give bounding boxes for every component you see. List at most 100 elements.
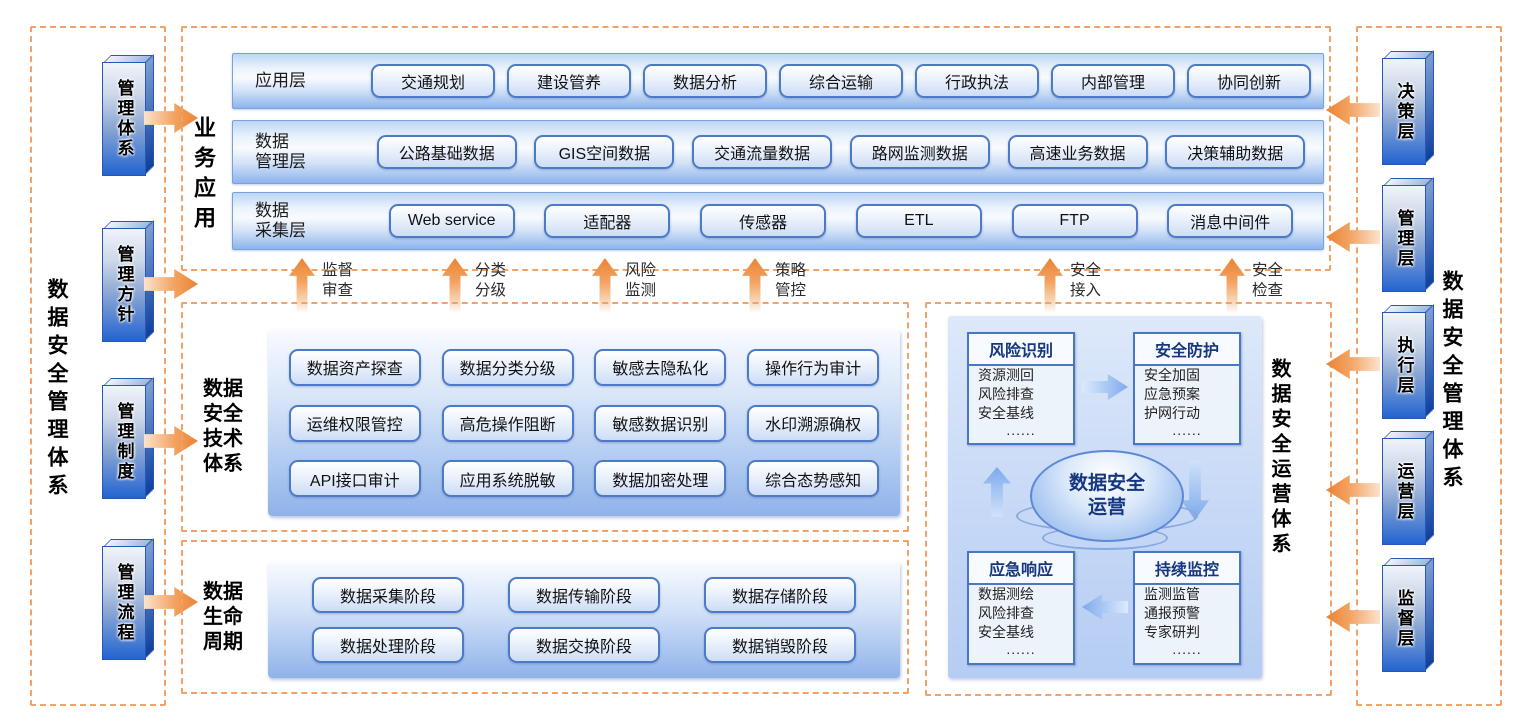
opbox-line: 护网行动 <box>1144 404 1200 421</box>
opbox-line: ...... <box>1006 421 1036 438</box>
opbox-line: 安全加固 <box>1144 367 1200 383</box>
pillar-label: 决策层 <box>1394 81 1414 142</box>
tech-chip: 操作行为审计 <box>747 348 880 386</box>
pillar-management-process: 管理流程 <box>102 546 146 660</box>
left-management-region <box>30 26 166 706</box>
tech-chip: 高危操作阻断 <box>441 404 574 442</box>
opbox-line: 专家研判 <box>1144 623 1200 640</box>
pillar-operation-layer: 运营层 <box>1382 438 1426 545</box>
data-chip: 高速业务数据 <box>1007 135 1148 169</box>
opbox-title: 持续监控 <box>1135 553 1239 585</box>
pillar-label: 管理体系 <box>114 79 134 159</box>
data-management-layer-bar: 数据 管理层 公路基础数据 GIS空间数据 交通流量数据 路网监测数据 高速业务… <box>232 120 1324 184</box>
lifecycle-chip: 数据交换阶段 <box>508 627 660 664</box>
opbox-line: ...... <box>1172 640 1202 657</box>
data-chip: 交通流量数据 <box>692 135 833 169</box>
control-label: 安全 接入 <box>1070 262 1102 300</box>
data-chip: 路网监测数据 <box>849 135 990 169</box>
opbox-line: ...... <box>1006 640 1036 657</box>
tech-chip: 水印溯源确权 <box>747 404 880 442</box>
pillar-management-policy: 管理方针 <box>102 228 146 342</box>
control-label: 分类 分级 <box>475 262 507 300</box>
emergency-response-box: 应急响应 数据测绘 风险排查 安全基线 ...... <box>967 551 1075 665</box>
collect-chip: 适配器 <box>544 204 671 238</box>
lifecycle-chip: 数据采集阶段 <box>312 576 464 613</box>
pillar-label: 管理流程 <box>114 563 134 643</box>
opbox-line: 风险排查 <box>978 604 1034 621</box>
tech-chip: 综合态势感知 <box>747 460 880 498</box>
data-chip: GIS空间数据 <box>534 135 675 169</box>
tech-chip: 数据加密处理 <box>594 460 727 498</box>
data-chip: 决策辅助数据 <box>1165 135 1306 169</box>
pillar-execution-layer: 执行层 <box>1382 312 1426 419</box>
application-layer-bar: 应用层 交通规划 建设管养 数据分析 综合运输 行政执法 内部管理 协同创新 <box>232 53 1324 109</box>
opbox-line: ...... <box>1172 421 1202 438</box>
bar-label: 应用层 <box>255 70 306 90</box>
app-chip: 内部管理 <box>1051 64 1175 98</box>
pillar-management-layer: 管理层 <box>1382 185 1426 292</box>
opbox-line: 监测监管 <box>1144 586 1200 602</box>
lifecycle-chip: 数据传输阶段 <box>508 576 660 613</box>
opbox-title: 应急响应 <box>969 553 1073 585</box>
collect-chip: 传感器 <box>700 204 827 238</box>
control-label: 监督 审查 <box>322 262 354 300</box>
tech-chip: 数据分类分级 <box>441 348 574 386</box>
pillar-label: 管理方针 <box>114 245 134 325</box>
opbox-line: 数据测绘 <box>978 586 1034 602</box>
opbox-title: 风险识别 <box>969 334 1073 366</box>
chip-row: 交通规划 建设管养 数据分析 综合运输 行政执法 内部管理 协同创新 <box>359 64 1323 98</box>
opbox-title: 安全防护 <box>1135 334 1239 366</box>
lifecycle-region <box>181 540 909 694</box>
lifecycle-grid: 数据采集阶段 数据传输阶段 数据存储阶段 数据处理阶段 数据交换阶段 数据销毁阶… <box>268 562 900 678</box>
pillar-label: 管理制度 <box>114 402 134 482</box>
control-label: 安全 检查 <box>1252 262 1284 300</box>
pillar-label: 监督层 <box>1394 588 1414 649</box>
app-chip: 建设管养 <box>507 64 631 98</box>
collect-chip: FTP <box>1011 204 1138 238</box>
risk-identification-box: 风险识别 资源测回 风险排查 安全基线 ...... <box>967 332 1075 445</box>
lifecycle-title: 数据 生命 周期 <box>203 581 243 653</box>
tech-chip: 敏感数据识别 <box>594 404 727 442</box>
app-chip: 协同创新 <box>1187 64 1311 98</box>
pillar-decision-layer: 决策层 <box>1382 58 1426 165</box>
app-chip: 行政执法 <box>915 64 1039 98</box>
operations-title: 数据安全运营体系 <box>1268 358 1290 558</box>
tech-chip: 敏感去隐私化 <box>594 348 727 386</box>
lifecycle-chip: 数据存储阶段 <box>704 576 856 613</box>
left-panel-title: 数据安全管理体系 <box>45 278 68 502</box>
tech-title: 数据 安全 技术 体系 <box>203 378 243 475</box>
opbox-line: 通报预警 <box>1144 604 1200 621</box>
opbox-line: 安全基线 <box>978 623 1034 640</box>
tech-chip: 运维权限管控 <box>288 404 421 442</box>
opbox-line: 安全基线 <box>978 404 1034 421</box>
operations-core-ellipse: 数据安全 运营 <box>1030 450 1184 542</box>
lifecycle-chip: 数据处理阶段 <box>312 627 464 664</box>
bar-label: 数据 采集层 <box>255 200 306 240</box>
control-label: 策略 管控 <box>775 262 807 300</box>
pillar-supervision-layer: 监督层 <box>1382 565 1426 672</box>
collect-chip: Web service <box>388 204 515 238</box>
app-chip: 综合运输 <box>779 64 903 98</box>
continuous-monitoring-box: 持续监控 监测监管 通报预警 专家研判 ...... <box>1133 551 1241 665</box>
operations-core-label: 数据安全 运营 <box>1068 473 1145 518</box>
right-panel-title: 数据安全管理体系 <box>1440 270 1463 494</box>
lifecycle-chip: 数据销毁阶段 <box>704 627 856 664</box>
bar-label: 数据 管理层 <box>255 131 306 171</box>
pillar-label: 运营层 <box>1394 461 1414 522</box>
data-collection-layer-bar: 数据 采集层 Web service 适配器 传感器 ETL FTP 消息中间件 <box>232 192 1324 250</box>
opbox-line: 应急预案 <box>1144 385 1200 402</box>
tech-chip: 应用系统脱敏 <box>441 460 574 498</box>
chip-row: Web service 适配器 传感器 ETL FTP 消息中间件 <box>359 204 1323 238</box>
collect-chip: ETL <box>855 204 982 238</box>
control-label: 风险 监测 <box>625 262 657 300</box>
operations-region <box>925 302 1332 696</box>
data-chip: 公路基础数据 <box>376 135 517 169</box>
collect-chip: 消息中间件 <box>1167 204 1294 238</box>
opbox-line: 风险排查 <box>978 385 1034 402</box>
pillar-management-rules: 管理制度 <box>102 385 146 499</box>
pillar-management-system: 管理体系 <box>102 62 146 176</box>
tech-chip: API接口审计 <box>288 460 421 498</box>
business-title: 业务应用 <box>191 116 216 236</box>
app-chip: 数据分析 <box>643 64 767 98</box>
